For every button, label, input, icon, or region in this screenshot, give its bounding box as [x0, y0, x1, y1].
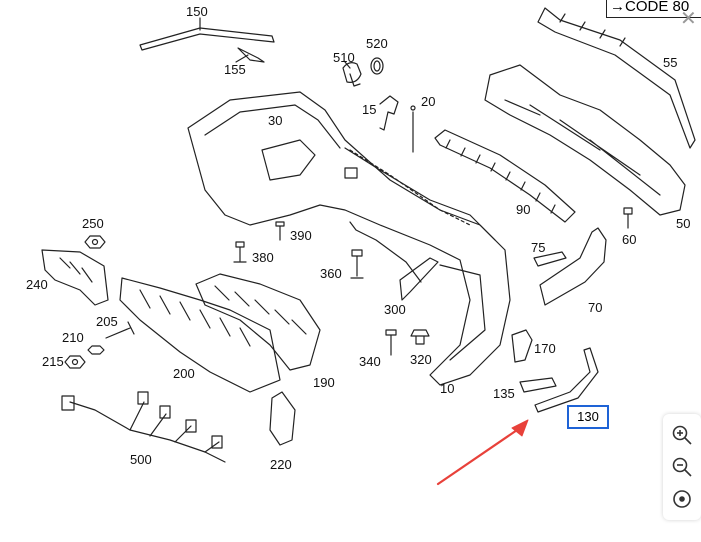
zoom-in-icon[interactable] — [671, 424, 693, 446]
part-390-screw — [275, 221, 285, 241]
callout-360: 360 — [320, 266, 342, 281]
part-190-absorber — [195, 273, 321, 371]
callout-210: 210 — [62, 330, 84, 345]
part-50-diffuser — [484, 64, 686, 216]
callout-30: 30 — [268, 113, 283, 128]
callout-240: 240 — [26, 277, 48, 292]
callout-155: 155 — [224, 62, 246, 77]
callout-390: 390 — [290, 228, 312, 243]
callout-200: 200 — [173, 366, 195, 381]
part-135-clip — [519, 377, 557, 393]
callout-340: 340 — [359, 354, 381, 369]
callout-10: 10 — [440, 381, 455, 396]
part-520-ring — [370, 57, 384, 75]
part-170-cover — [511, 329, 533, 363]
callout-250: 250 — [82, 216, 104, 231]
part-220-bracket — [269, 391, 296, 446]
callout-150: 150 — [186, 4, 208, 19]
part-15-bracket — [379, 95, 399, 131]
leader-510 — [344, 61, 351, 69]
callout-320: 320 — [410, 352, 432, 367]
callout-215: 215 — [42, 354, 64, 369]
callout-20: 20 — [421, 94, 436, 109]
part-90-grid-trim — [434, 129, 576, 223]
callout-205: 205 — [96, 314, 118, 329]
highlighted-callout-130[interactable]: 130 — [567, 405, 609, 429]
part-215-nut — [64, 355, 86, 369]
callout-75: 75 — [531, 240, 546, 255]
zoom-controls — [663, 414, 701, 520]
leader-155 — [235, 54, 249, 63]
callout-55: 55 — [663, 55, 678, 70]
part-380-screw — [233, 241, 247, 263]
callout-220: 220 — [270, 457, 292, 472]
part-250-nut — [84, 235, 106, 249]
callout-135: 135 — [493, 386, 515, 401]
callout-520: 520 — [366, 36, 388, 51]
part-75-clip — [533, 251, 567, 267]
callout-60: 60 — [622, 232, 637, 247]
part-200-absorber — [119, 277, 281, 393]
callout-190: 190 — [313, 375, 335, 390]
callout-500: 500 — [130, 452, 152, 467]
part-210-washer — [87, 345, 105, 355]
part-240-bracket — [41, 249, 109, 306]
part-30-bumper-cover — [187, 91, 511, 386]
zoom-out-icon[interactable] — [671, 456, 693, 478]
part-70-side-trim — [539, 227, 607, 306]
callout-70: 70 — [588, 300, 603, 315]
part-205-screw — [105, 321, 135, 339]
reset-view-icon[interactable] — [671, 488, 693, 510]
code-label: →CODE 80 — [606, 0, 701, 18]
part-60-screw — [623, 207, 633, 229]
close-icon[interactable]: ✕ — [680, 8, 697, 30]
part-150-trim — [139, 27, 275, 51]
callout-15: 15 — [362, 102, 377, 117]
part-510-sensor — [342, 62, 362, 87]
part-155-clip — [237, 47, 265, 63]
pointer-arrow — [436, 426, 522, 486]
part-130-strip — [534, 347, 599, 413]
part-340-screw — [385, 329, 397, 356]
callout-300: 300 — [384, 302, 406, 317]
callout-380: 380 — [252, 250, 274, 265]
callout-50: 50 — [676, 216, 691, 231]
part-320-grommet — [410, 329, 430, 345]
part-360-screw — [350, 249, 364, 279]
callout-510: 510 — [333, 50, 355, 65]
callout-90: 90 — [516, 202, 531, 217]
part-300-bracket — [399, 257, 439, 301]
callout-170: 170 — [534, 341, 556, 356]
part-55-upper-trim — [537, 7, 696, 149]
